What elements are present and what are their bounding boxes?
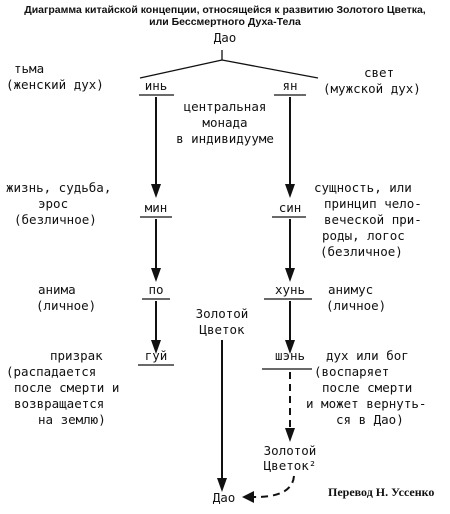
node-yang: ян [282, 78, 297, 93]
spirit-line-1: дух или бог [326, 348, 409, 363]
label-anima: анима (личное) [36, 282, 96, 313]
arrow-yin-min [151, 97, 161, 198]
node-shen: шэнь [275, 348, 305, 363]
node-golden-flower-2: Золотой Цветок² [264, 443, 317, 473]
title-line-1: Диаграмма китайской концепции, относящей… [24, 4, 426, 16]
monad-line-2: монада [202, 115, 247, 130]
node-yin: инь [145, 78, 168, 93]
monad-line-3: в индивидууме [176, 131, 274, 146]
essence-line-2: принцип чело- [324, 196, 422, 211]
golden-flower-line-2: Цветок [199, 322, 245, 337]
spirit-line-4: и может вернуть- [306, 396, 426, 411]
light-line-1: свет [364, 65, 394, 80]
darkness-line-2: (женский дух) [6, 77, 104, 92]
arrow-po-gui [151, 301, 161, 354]
label-essence: сущность, или принцип чело- веческой при… [314, 180, 422, 259]
node-po: по [148, 282, 163, 297]
arrow-min-po [151, 219, 161, 282]
label-ghost: призрак (распадается после смерти и возв… [6, 348, 119, 427]
anima-line-1: анима [38, 282, 76, 297]
animus-line-2: (личное) [326, 298, 386, 313]
essence-line-4: роды, логос [322, 228, 405, 243]
essence-line-5: (безличное) [320, 244, 403, 259]
anima-line-2: (личное) [36, 298, 96, 313]
title-line-2: или Бессмертного Духа-Тела [149, 16, 301, 28]
golden-flower-2-line-2: Цветок² [264, 458, 317, 473]
arrow-hun-shen [285, 301, 295, 354]
node-dao-bottom: Дао [213, 490, 236, 505]
animus-line-1: анимус [328, 282, 373, 297]
golden-flower-line-1: Золотой [196, 306, 249, 321]
label-animus: анимус (личное) [326, 282, 386, 313]
life-line-2: эрос [38, 196, 68, 211]
arrow-sin-hun [285, 219, 295, 282]
golden-flower-2-line-1: Золотой [264, 443, 317, 458]
label-golden-flower: Золотой Цветок [196, 306, 249, 337]
label-central-monad: центральная монада в индивидууме [176, 99, 274, 146]
node-min: мин [145, 200, 168, 215]
dashed-arrow-shen-golden-flower [285, 372, 295, 442]
essence-line-3: веческой при- [324, 212, 422, 227]
label-spirit: дух или бог (воспаряет после смерти и мо… [306, 348, 426, 427]
node-sin: син [279, 200, 302, 215]
translator-credit: Перевод Н. Уссенко [328, 485, 434, 499]
monad-line-1: центральная [184, 99, 267, 114]
node-hun: хунь [275, 282, 305, 297]
ghost-line-4: возвращается [14, 396, 104, 411]
dao-branch-lines [139, 50, 319, 79]
label-darkness: тьма (женский дух) [6, 61, 104, 92]
ghost-line-3: после смерти и [14, 380, 119, 395]
essence-line-1: сущность, или [314, 180, 412, 195]
node-gui: гуй [145, 348, 168, 363]
ghost-line-1: призрак [50, 348, 103, 363]
life-line-3: (безличное) [14, 212, 97, 227]
ghost-line-2: (распадается [6, 364, 96, 379]
node-dao-top: Дао [214, 30, 237, 45]
spirit-line-3: после смерти [322, 380, 412, 395]
curved-arrow-golden-flower-2-dao [242, 475, 295, 503]
diagram-title: Диаграмма китайской концепции, относящей… [24, 4, 426, 28]
arrow-golden-flower-dao [217, 340, 227, 492]
spirit-line-5: ся в Дао) [336, 412, 404, 427]
arrow-yang-sin [285, 97, 295, 198]
light-line-2: (мужской дух) [323, 81, 421, 96]
darkness-line-1: тьма [14, 61, 44, 76]
spirit-line-2: (воспаряет [314, 364, 389, 379]
life-line-1: жизнь, судьба, [6, 180, 111, 195]
ghost-line-5: на землю) [38, 412, 106, 427]
label-light: свет (мужской дух) [323, 65, 421, 96]
label-life: жизнь, судьба, эрос (безличное) [6, 180, 111, 227]
